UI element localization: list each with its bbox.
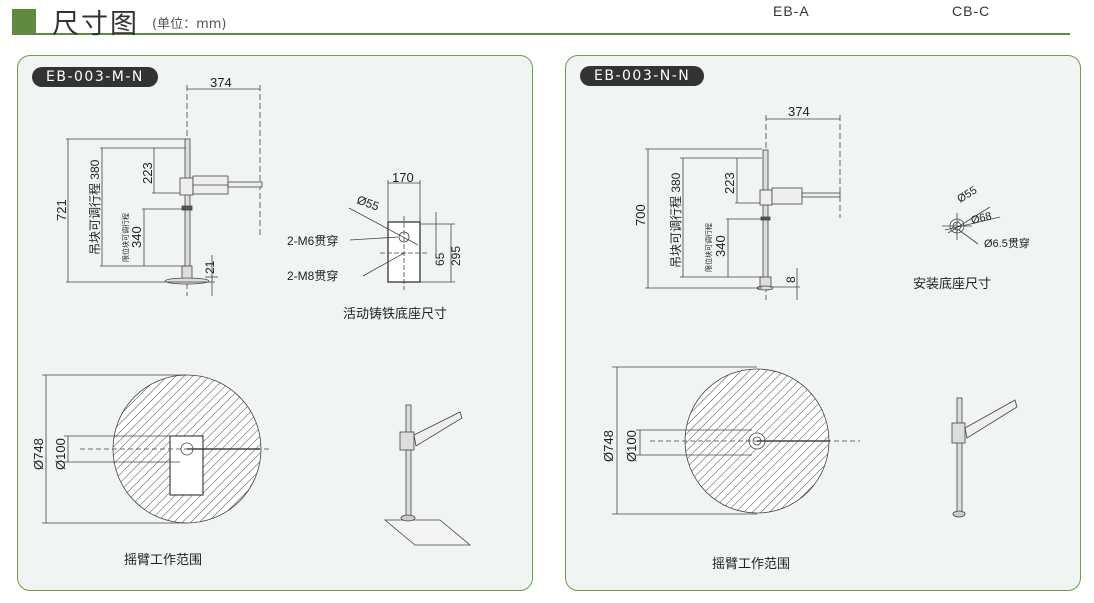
- right-range-748: Ø748: [601, 430, 616, 462]
- right-base-55: Ø55: [955, 184, 979, 205]
- left-dim-380: 吊块可调行程 380: [87, 159, 102, 255]
- left-dim-223: 223: [140, 162, 155, 184]
- right-dim-340: 340: [713, 235, 728, 257]
- left-base-drawing: [348, 180, 455, 290]
- header-divider: [36, 33, 1070, 35]
- right-side-view: [645, 115, 841, 300]
- left-base-m8: 2-M8贯穿: [287, 268, 338, 283]
- panel-eb-003-m-n: [17, 55, 533, 591]
- left-3d-view: [383, 404, 472, 546]
- left-side-view: [66, 85, 263, 296]
- right-base-68: Ø68: [970, 210, 993, 227]
- left-base-55: Ø55: [355, 193, 381, 214]
- left-dim-374: 374: [210, 75, 232, 90]
- right-range-100: Ø100: [624, 430, 639, 462]
- column-label-eb-a: EB-A: [773, 3, 810, 19]
- header-square-icon: [12, 9, 36, 35]
- right-base-hole: Ø6.5贯穿: [984, 236, 1030, 250]
- left-swing-range: [42, 374, 270, 524]
- left-dim-721: 721: [54, 199, 69, 221]
- page-title: 尺寸图: [52, 9, 139, 40]
- right-dim-374: 374: [788, 104, 810, 119]
- panel-eb-003-n-n: [565, 55, 1081, 591]
- column-label-cb-c: CB-C: [952, 3, 991, 19]
- left-range-100: Ø100: [53, 438, 68, 470]
- left-range-caption: 摇臂工作范围: [124, 553, 202, 568]
- left-base-caption: 活动铸铁底座尺寸: [343, 306, 447, 322]
- model-badge-left: EB-003-M-N: [32, 67, 158, 87]
- left-base-295: 295: [449, 246, 463, 266]
- right-dim-8: 8: [784, 276, 798, 283]
- right-swing-range: [612, 366, 860, 515]
- right-dim-700: 700: [633, 204, 648, 226]
- right-base-drawing: [942, 206, 1001, 245]
- left-range-748: Ø748: [31, 438, 46, 470]
- left-base-m6: 2-M6贯穿: [287, 233, 338, 248]
- left-base-170: 170: [392, 170, 414, 185]
- model-badge-right: EB-003-N-N: [580, 66, 705, 86]
- left-dim-21: 21: [203, 260, 217, 274]
- left-base-65: 65: [433, 252, 447, 266]
- right-base-caption: 安装底座尺寸: [913, 276, 991, 292]
- right-limit-travel: 限位块可调行程: [704, 223, 713, 272]
- left-dim-340: 340: [129, 226, 144, 248]
- left-limit-travel: 限位块可调行程: [121, 213, 130, 262]
- right-dim-380: 吊块可调行程 380: [668, 172, 683, 268]
- right-3d-view: [951, 397, 1018, 518]
- right-dim-223: 223: [722, 172, 737, 194]
- right-range-caption: 摇臂工作范围: [712, 557, 790, 572]
- unit-label: (单位：mm): [152, 17, 227, 32]
